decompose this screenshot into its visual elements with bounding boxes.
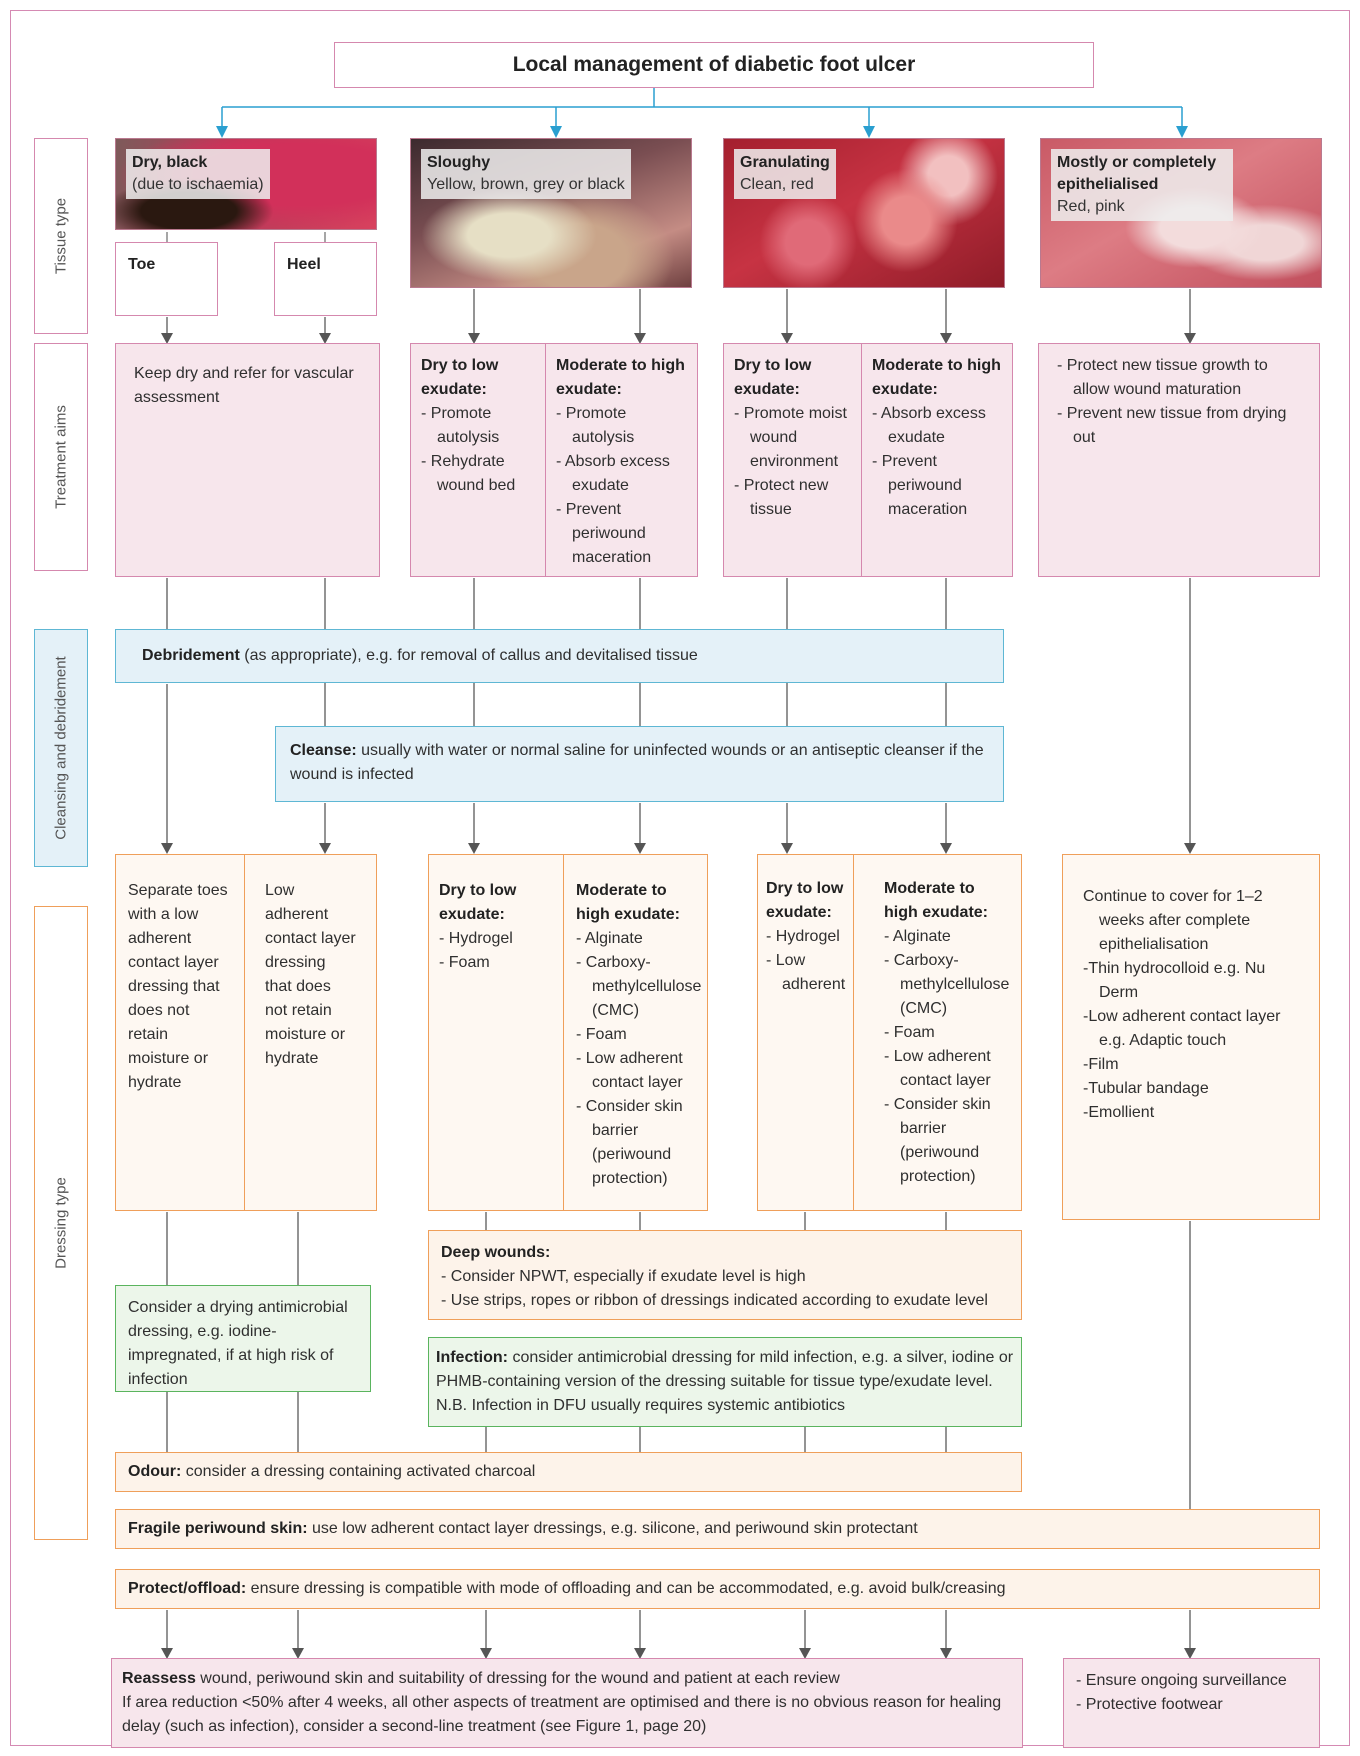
list-item: - Ensure ongoing surveillance bbox=[1076, 1672, 1287, 1689]
tissue-photo-dry: Dry, black(due to ischaemia) bbox=[115, 138, 377, 230]
aims-granulating-high: Moderate to high exudate: - Absorb exces… bbox=[861, 344, 1012, 576]
list-item: - Use strips, ropes or ribbon of dressin… bbox=[441, 1292, 988, 1309]
dressing-sloughy-high-list: - Alginate - Carboxy-methylcellulose (CMC… bbox=[576, 927, 702, 1191]
aims-sloughy-high: Moderate to high exudate: - Promote auto… bbox=[545, 344, 697, 576]
list-item: -Thin hydrocolloid e.g. Nu Derm bbox=[1083, 960, 1266, 1001]
list-item: - Prevent periwound maceration bbox=[872, 453, 968, 518]
aims-granulating: Dry to low exudate: - Promote moist woun… bbox=[723, 343, 1013, 577]
surveillance-box: - Ensure ongoing surveillance - Protectiv… bbox=[1063, 1658, 1320, 1748]
row-label-cleansing: Cleansing and debridement bbox=[34, 629, 88, 867]
list-item: - Protect new tissue bbox=[734, 477, 829, 518]
deep-wounds-box: Deep wounds: - Consider NPWT, especially… bbox=[428, 1230, 1022, 1320]
aims-sloughy-low-list: - Promote autolysis - Rehydrate wound bed bbox=[421, 402, 535, 498]
row-label-tissue: Tissue type bbox=[34, 138, 88, 334]
list-item: - Absorb excess exudate bbox=[556, 453, 670, 494]
list-item: - Consider NPWT, especially if exudate l… bbox=[441, 1268, 806, 1285]
protect-offload-box: Protect/offload: ensure dressing is comp… bbox=[115, 1569, 1320, 1609]
dressing-toe: Separate toes with a low adherent contac… bbox=[128, 882, 228, 1091]
aims-granulating-high-list: - Absorb excess exudate - Prevent periwou… bbox=[872, 402, 1002, 522]
list-item: - Hydrogel bbox=[766, 928, 840, 945]
list-item: - Absorb excess exudate bbox=[872, 405, 986, 446]
row-label-dressing: Dressing type bbox=[34, 906, 88, 1540]
aims-granulating-low: Dry to low exudate: - Promote moist woun… bbox=[724, 344, 861, 576]
drying-antimicrobial-box: Consider a drying antimicrobial dressing… bbox=[115, 1285, 371, 1392]
dressing-epithelialised: Continue to cover for 1–2 weeks after co… bbox=[1062, 854, 1320, 1220]
tissue-caption-dry: Dry, black(due to ischaemia) bbox=[126, 149, 270, 199]
dressing-granulating: Dry to low exudate: - Hydrogel- Low adhe… bbox=[757, 854, 1022, 1211]
list-item: -Low adherent contact layer e.g. Adaptic… bbox=[1083, 1008, 1281, 1049]
list-item: - Low adherent contact layer bbox=[884, 1048, 991, 1089]
list-item: - Foam bbox=[884, 1024, 935, 1041]
list-item: - Foam bbox=[576, 1026, 627, 1043]
fragile-periwound-box: Fragile periwound skin: use low adherent… bbox=[115, 1509, 1320, 1549]
list-item: - Prevent periwound maceration bbox=[556, 501, 652, 566]
list-item: - Consider skin barrier (periwound prote… bbox=[884, 1096, 991, 1185]
list-item: - Carboxy-methylcellulose (CMC) bbox=[576, 954, 702, 1019]
row-label-aims: Treatment aims bbox=[34, 343, 88, 571]
list-item: - Consider skin barrier (periwound prote… bbox=[576, 1098, 683, 1187]
infection-box: Infection: consider antimicrobial dressi… bbox=[428, 1337, 1022, 1427]
list-item: -Emollient bbox=[1083, 1104, 1155, 1121]
list-item: - Alginate bbox=[576, 930, 643, 947]
dressing-epithelialised-list: Continue to cover for 1–2 weeks after co… bbox=[1083, 885, 1299, 1125]
list-item: -Film bbox=[1083, 1056, 1119, 1073]
list-item: - Low adherent bbox=[766, 952, 846, 993]
toe-box: Toe bbox=[115, 242, 218, 316]
dressing-granulating-low-list: - Hydrogel - Low adherent bbox=[766, 925, 845, 997]
list-item: Continue to cover for 1–2 weeks after co… bbox=[1083, 888, 1263, 953]
list-item: - Protective footwear bbox=[1076, 1696, 1223, 1713]
aims-sloughy-high-list: - Promote autolysis - Absorb excess exuda… bbox=[556, 402, 687, 570]
dressing-sloughy: Dry to low exudate: - Hydrogel- Foam Mod… bbox=[428, 854, 708, 1211]
aims-sloughy: Dry to low exudate: - Promote autolysis-… bbox=[410, 343, 698, 577]
dressing-sloughy-low: Dry to low exudate: - Hydrogel- Foam bbox=[429, 855, 563, 1210]
list-item: - Promote autolysis bbox=[421, 405, 500, 446]
dressing-sloughy-low-list: - Hydrogel - Foam bbox=[439, 927, 553, 975]
aims-dry: Keep dry and refer for vascular assessme… bbox=[115, 343, 380, 577]
dressing-granulating-high-list: - Alginate - Carboxy-methylcellulose (CMC… bbox=[884, 925, 1010, 1189]
list-item: - Protect new tissue growth to allow wou… bbox=[1057, 357, 1268, 398]
debridement-box: Debridement (as appropriate), e.g. for r… bbox=[115, 629, 1004, 683]
dressing-heel: Low adherent contact layer dressing that… bbox=[244, 855, 376, 1210]
aims-epithelialised: - Protect new tissue growth to allow wou… bbox=[1038, 343, 1320, 577]
list-item: - Promote autolysis bbox=[556, 405, 635, 446]
heel-box: Heel bbox=[274, 242, 377, 316]
list-item: - Hydrogel bbox=[439, 930, 513, 947]
dressing-sloughy-high: Moderate to high exudate: - Alginate- Ca… bbox=[563, 855, 707, 1210]
aims-epithelialised-list: - Protect new tissue growth to allow wou… bbox=[1057, 354, 1301, 450]
dressing-granulating-low: Dry to low exudate: - Hydrogel- Low adhe… bbox=[758, 855, 853, 1210]
list-item: -Tubular bandage bbox=[1083, 1080, 1209, 1097]
dressing-granulating-high: Moderate to high exudate: - Alginate- Ca… bbox=[853, 855, 1021, 1210]
dressing-dry: Separate toes with a low adherent contac… bbox=[115, 854, 377, 1211]
cleanse-box: Cleanse: usually with water or normal sa… bbox=[275, 726, 1004, 802]
page-title: Local management of diabetic foot ulcer bbox=[334, 42, 1094, 88]
list-item: - Promote moist wound environment bbox=[734, 405, 847, 470]
list-item: - Rehydrate wound bed bbox=[421, 453, 516, 494]
list-item: - Alginate bbox=[884, 928, 951, 945]
list-item: - Prevent new tissue from drying out bbox=[1057, 405, 1287, 446]
surveillance-list: - Ensure ongoing surveillance - Protectiv… bbox=[1076, 1669, 1307, 1717]
list-item: - Carboxy-methylcellulose (CMC) bbox=[884, 952, 1010, 1017]
reassess-box: Reassess wound, periwound skin and suita… bbox=[111, 1658, 1023, 1748]
odour-box: Odour: consider a dressing containing ac… bbox=[115, 1452, 1022, 1492]
deep-wounds-list: - Consider NPWT, especially if exudate l… bbox=[441, 1265, 1009, 1313]
list-item: - Low adherent contact layer bbox=[576, 1050, 683, 1091]
aims-granulating-low-list: - Promote moist wound environment - Prote… bbox=[734, 402, 851, 522]
list-item: - Foam bbox=[439, 954, 490, 971]
aims-sloughy-low: Dry to low exudate: - Promote autolysis-… bbox=[411, 344, 545, 576]
